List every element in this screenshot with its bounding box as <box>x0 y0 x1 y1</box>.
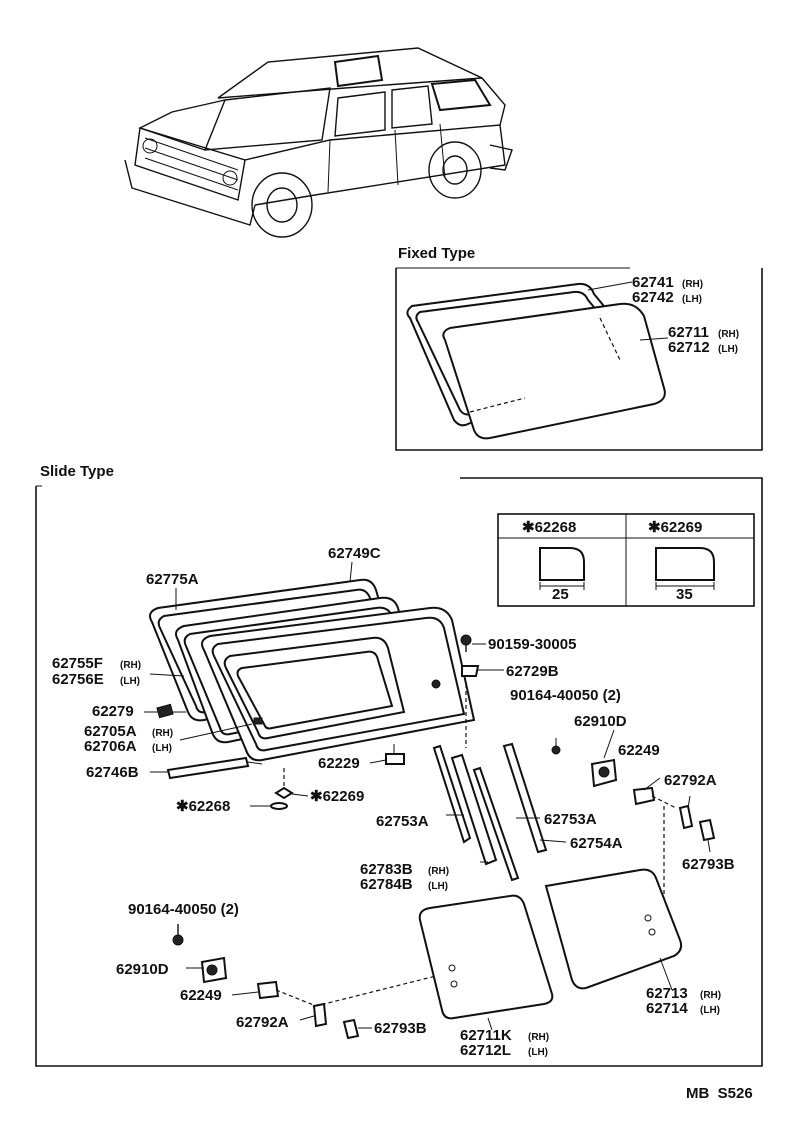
part-side-62711k: (RH) <box>528 1032 549 1043</box>
slide-type-title: Slide Type <box>40 463 114 480</box>
part-label-62756e: 62756E <box>52 671 104 688</box>
part-side-62712l: (LH) <box>528 1047 548 1058</box>
part-label-62793b-right: 62793B <box>682 856 735 873</box>
spec-label-62268: ✱62268 <box>522 519 576 536</box>
spec-label-62269: ✱62269 <box>648 519 702 536</box>
part-side-62705a: (RH) <box>152 728 173 739</box>
slide-left-hardware <box>172 924 453 1040</box>
slide-window-frames <box>149 578 476 762</box>
part-label-90159-30005: 90159-30005 <box>488 636 576 653</box>
part-label-62793b-left: 62793B <box>374 1020 427 1037</box>
spec-dim-25: 25 <box>552 586 569 603</box>
part-label-62783b: 62783B <box>360 861 413 878</box>
part-label-90164-40050-right: 90164-40050 (2) <box>510 687 621 704</box>
part-side-62714: (LH) <box>700 1005 720 1016</box>
slide-small-parts <box>156 703 405 810</box>
part-side-62712: (LH) <box>718 344 738 355</box>
part-label-62753a-right: 62753A <box>544 811 597 828</box>
part-label-62705a: 62705A <box>84 723 137 740</box>
fixed-window-glass <box>442 302 666 440</box>
slide-type-frame <box>35 477 763 1067</box>
part-label-62784b: 62784B <box>360 876 413 893</box>
part-label-62711: 62711 <box>668 324 709 341</box>
part-label-62712l: 62712L <box>460 1042 511 1059</box>
part-label-62268: ✱62268 <box>176 798 230 815</box>
part-label-62269: ✱62269 <box>310 788 364 805</box>
part-side-62711: (RH) <box>718 329 739 340</box>
fixed-type-frame <box>395 268 763 451</box>
part-side-62713: (RH) <box>700 990 721 1001</box>
part-label-62249-right: 62249 <box>618 742 660 759</box>
part-label-62714: 62714 <box>646 1000 688 1017</box>
part-side-62742: (LH) <box>682 294 702 305</box>
part-label-62741: 62741 <box>632 274 674 291</box>
part-side-62756e: (LH) <box>120 676 140 687</box>
part-side-62706a: (LH) <box>152 743 172 754</box>
vehicle-illustration <box>124 47 513 238</box>
part-label-62706a: 62706A <box>84 738 137 755</box>
part-label-62749c: 62749C <box>328 545 381 562</box>
part-label-62792a-right: 62792A <box>664 772 717 789</box>
slide-glasses <box>418 868 683 1031</box>
part-label-62729b: 62729B <box>506 663 559 680</box>
part-label-62229: 62229 <box>318 755 360 772</box>
part-label-62742: 62742 <box>632 289 674 306</box>
part-label-62279: 62279 <box>92 703 134 720</box>
part-label-62775a: 62775A <box>146 571 199 588</box>
part-label-62792a-left: 62792A <box>236 1014 289 1031</box>
part-label-62746b: 62746B <box>86 764 139 781</box>
part-label-62712: 62712 <box>668 339 710 356</box>
part-label-62249-left: 62249 <box>180 987 222 1004</box>
part-label-90164-40050-left: 90164-40050 (2) <box>128 901 239 918</box>
part-label-62711k: 62711K <box>460 1027 512 1044</box>
slide-channels <box>432 684 567 882</box>
part-side-62755f: (RH) <box>120 660 141 671</box>
part-side-62741: (RH) <box>682 279 703 290</box>
spec-table: ✱62268 ✱62269 25 35 <box>497 513 755 607</box>
part-label-62755f: 62755F <box>52 655 103 672</box>
part-label-62910d-right: 62910D <box>574 713 627 730</box>
part-label-62754a: 62754A <box>570 835 623 852</box>
part-label-62713: 62713 <box>646 985 688 1002</box>
fixed-type-title: Fixed Type <box>398 245 475 262</box>
part-side-62784b: (LH) <box>428 881 448 892</box>
spec-dim-35: 35 <box>676 586 693 603</box>
part-label-62910d-left: 62910D <box>116 961 169 978</box>
diagram-footer-code: MB S526 <box>686 1085 753 1102</box>
part-label-62753a-left: 62753A <box>376 813 429 830</box>
part-side-62783b: (RH) <box>428 866 449 877</box>
